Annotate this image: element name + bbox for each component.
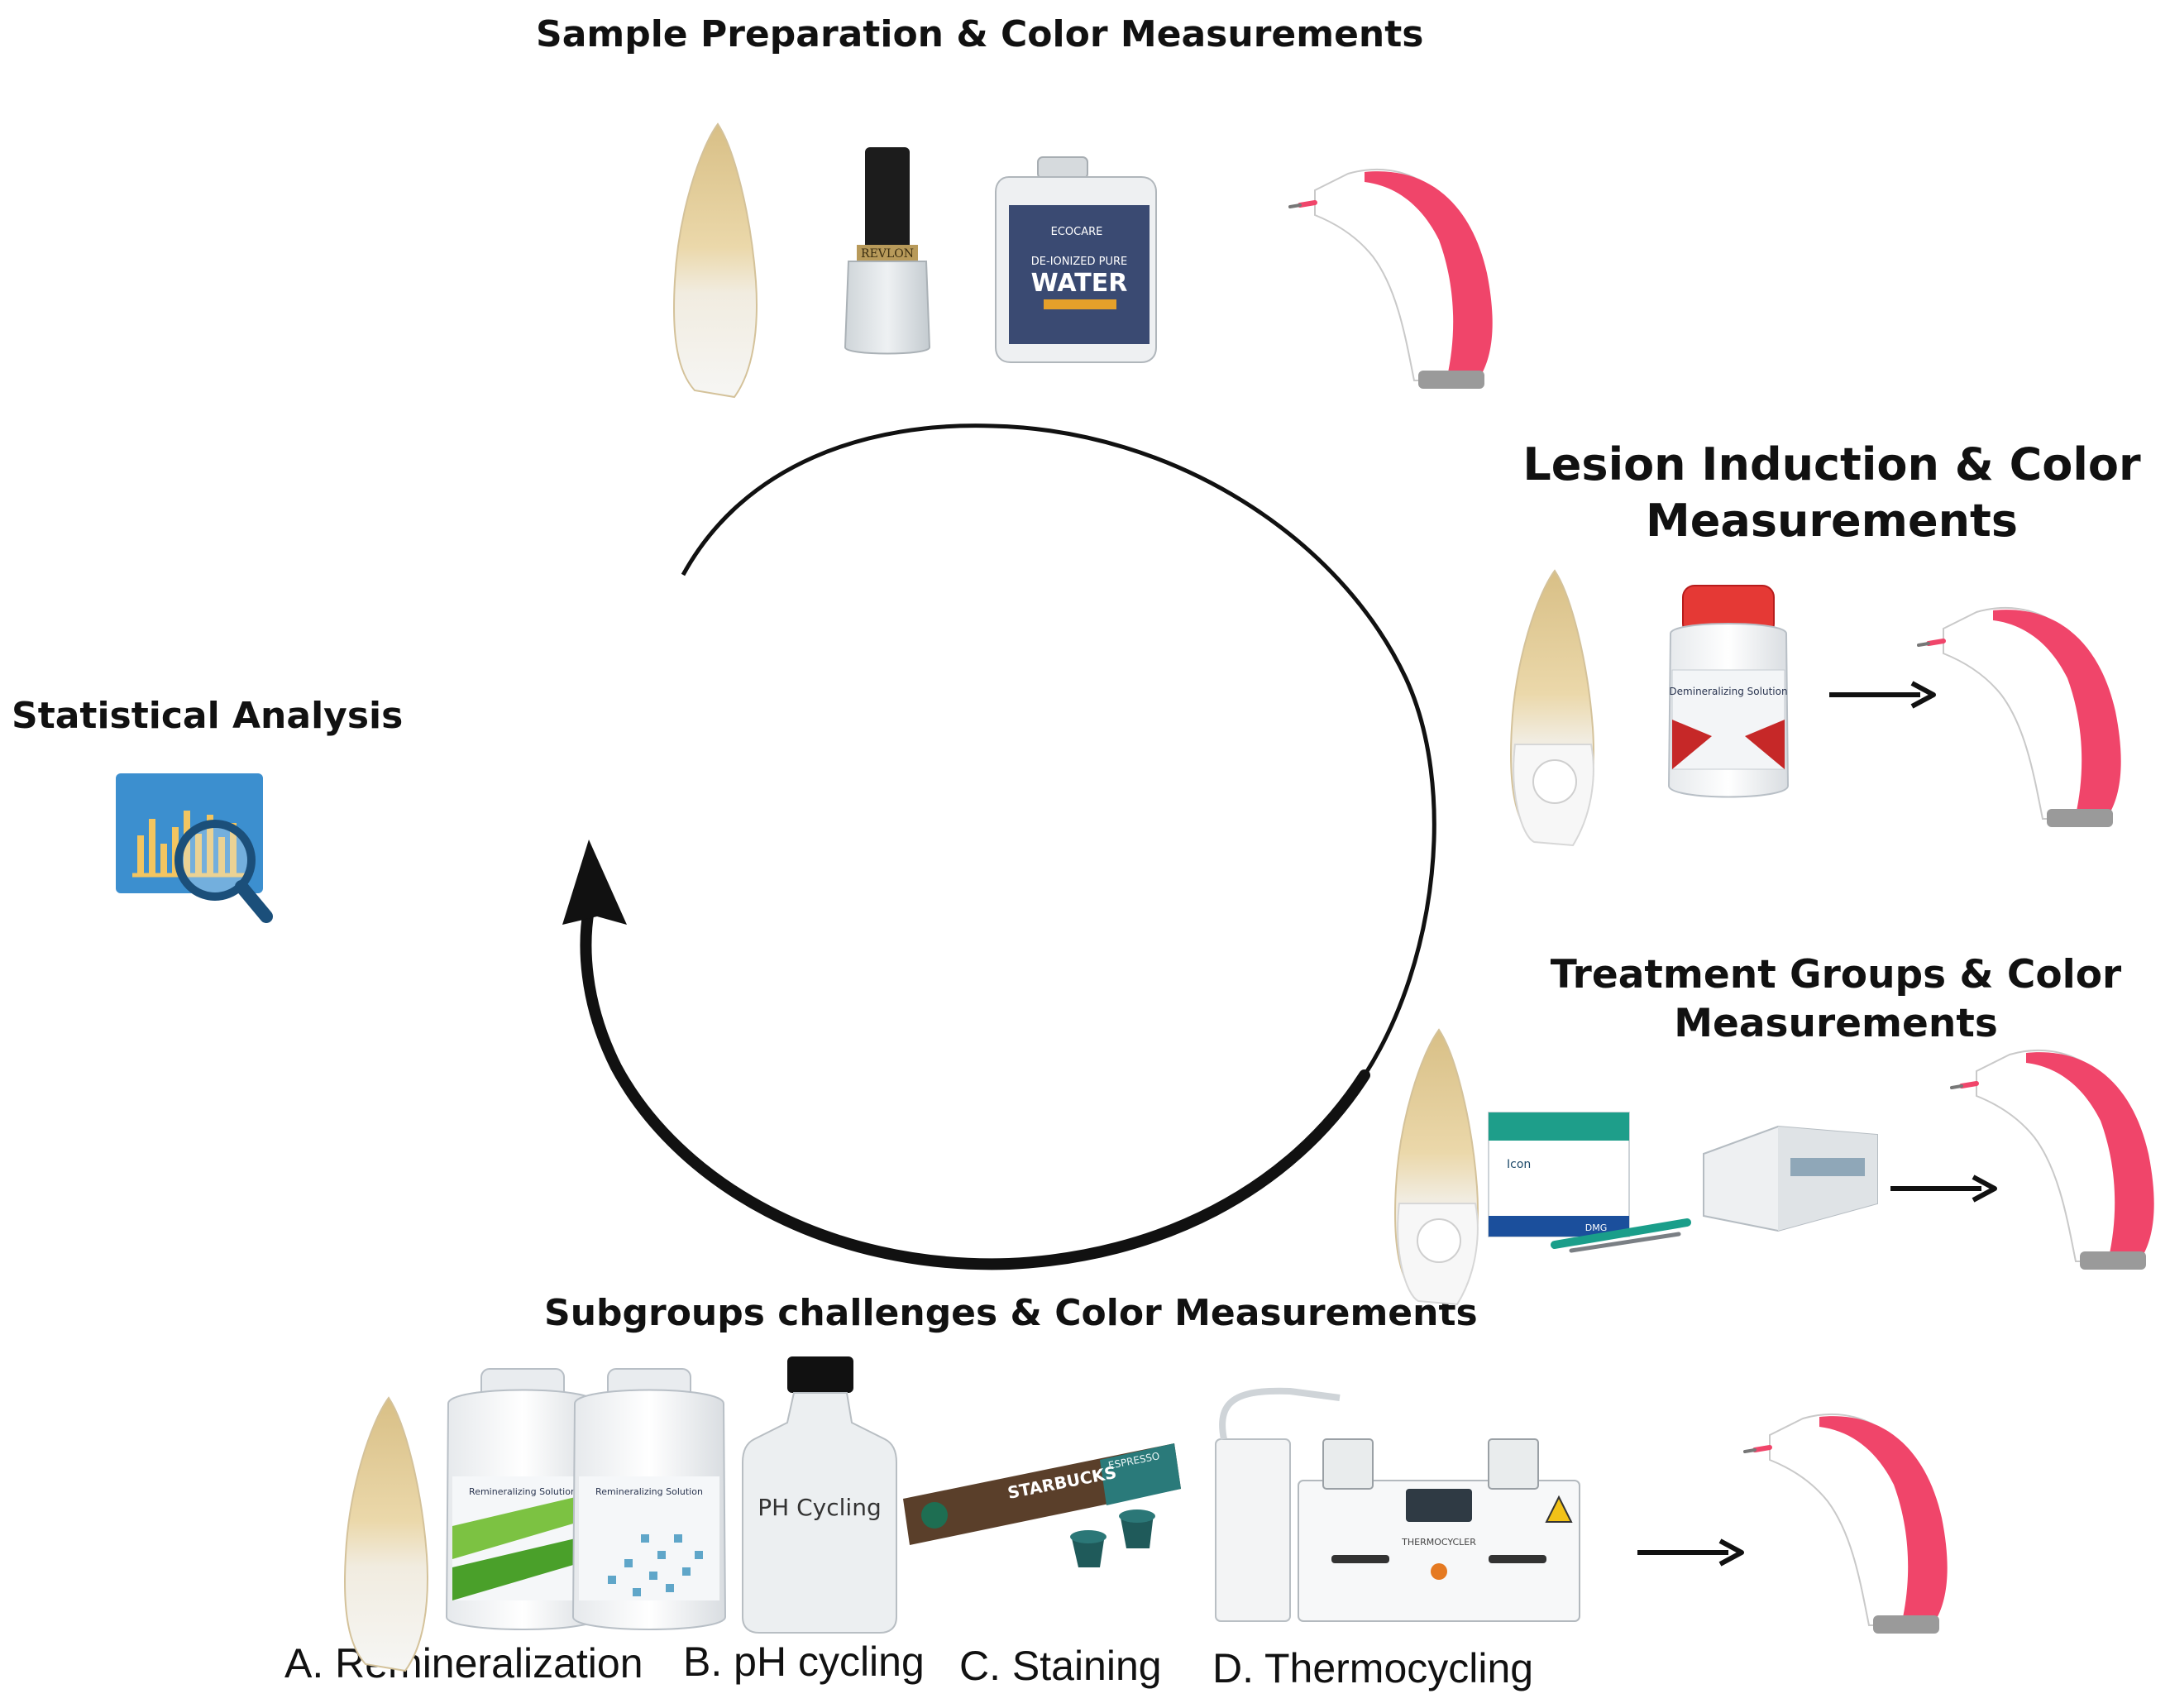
- sample-prep-title: Sample Preparation & Color Measurements: [536, 13, 1424, 55]
- spectrophotometer-icon: [1290, 170, 1493, 389]
- water-sub-text: DE-IONIZED PURE: [1031, 256, 1127, 268]
- remineralizing-bottle-2-icon: Remineralizing Solution: [572, 1368, 726, 1630]
- cycle-arc-bottom: [580, 904, 1370, 1270]
- thermocycler-icon: THERMOCYCLER: [1215, 1387, 1580, 1622]
- coffee-capsule-icon: STARBUCKS ESPRESSO: [903, 1443, 1181, 1567]
- spectrophotometer-icon: [1919, 608, 2121, 827]
- subgroups-title: Subgroups challenges & Color Measurement…: [544, 1292, 1478, 1334]
- subgroup-d-label: D. Thermocycling: [1212, 1645, 1534, 1691]
- subgroups-arrow: [1637, 1541, 1742, 1564]
- demineralizing-text: Demineralizing Solution: [1669, 686, 1787, 697]
- tooth-icon: [344, 1397, 428, 1672]
- statistics-title: Statistical Analysis: [12, 695, 404, 737]
- water-brand-text: ECOCARE: [1051, 226, 1103, 238]
- statistics-chart-icon: [116, 773, 273, 923]
- subgroup-a-label: A. Remineralization: [284, 1640, 643, 1686]
- cycle-arc-top: [681, 423, 1436, 1077]
- lesion-title-line1: Lesion Induction & Color: [1522, 438, 2141, 490]
- tooth-icon: [673, 123, 758, 398]
- lesion-title: Lesion Induction & Color Measurements: [1518, 437, 2146, 548]
- icon-brand-text: Icon: [1507, 1158, 1531, 1171]
- remineralizing-text-1: Remineralizing Solution: [469, 1486, 576, 1497]
- remineralizing-bottle-1-icon: Remineralizing Solution: [446, 1368, 600, 1630]
- nail-brand-text: REVLON: [861, 247, 914, 261]
- treatment-title-line2: Measurements: [1674, 1000, 1998, 1046]
- lesion-title-line2: Measurements: [1646, 494, 2018, 547]
- ph-cycling-bottle-icon: PH Cycling: [742, 1356, 897, 1634]
- cycle-arrow-head: [562, 840, 627, 925]
- remineralizing-text-2: Remineralizing Solution: [595, 1486, 703, 1497]
- icon-resin-kit: Icon DMG: [1488, 1112, 1691, 1253]
- treatment-arrow: [1890, 1177, 1995, 1200]
- treatment-title: Treatment Groups & Color Measurements: [1522, 951, 2150, 1049]
- treatment-box-icon: [1703, 1125, 1878, 1232]
- spectrophotometer-icon: [1745, 1414, 1948, 1634]
- tooth-lesion-icon: [1394, 1029, 1479, 1305]
- spectrophotometer-icon: [1952, 1050, 2154, 1270]
- thermocycler-text: THERMOCYCLER: [1401, 1537, 1476, 1548]
- water-can-icon: ECOCARE DE-IONIZED PURE WATER: [995, 156, 1157, 363]
- treatment-title-line1: Treatment Groups & Color: [1550, 952, 2122, 998]
- subgroup-b-label: B. pH cycling: [683, 1639, 925, 1685]
- water-main-text: WATER: [1031, 269, 1128, 298]
- demineralizing-bottle-icon: Demineralizing Solution: [1667, 585, 1790, 798]
- nail-varnish-icon: REVLON: [844, 147, 931, 355]
- tooth-lesion-icon: [1510, 570, 1594, 846]
- subgroup-c-label: C. Staining: [959, 1643, 1162, 1689]
- ph-bottle-text: PH Cycling: [758, 1494, 881, 1521]
- lesion-arrow: [1829, 683, 1933, 706]
- dmg-brand-text: DMG: [1585, 1222, 1608, 1233]
